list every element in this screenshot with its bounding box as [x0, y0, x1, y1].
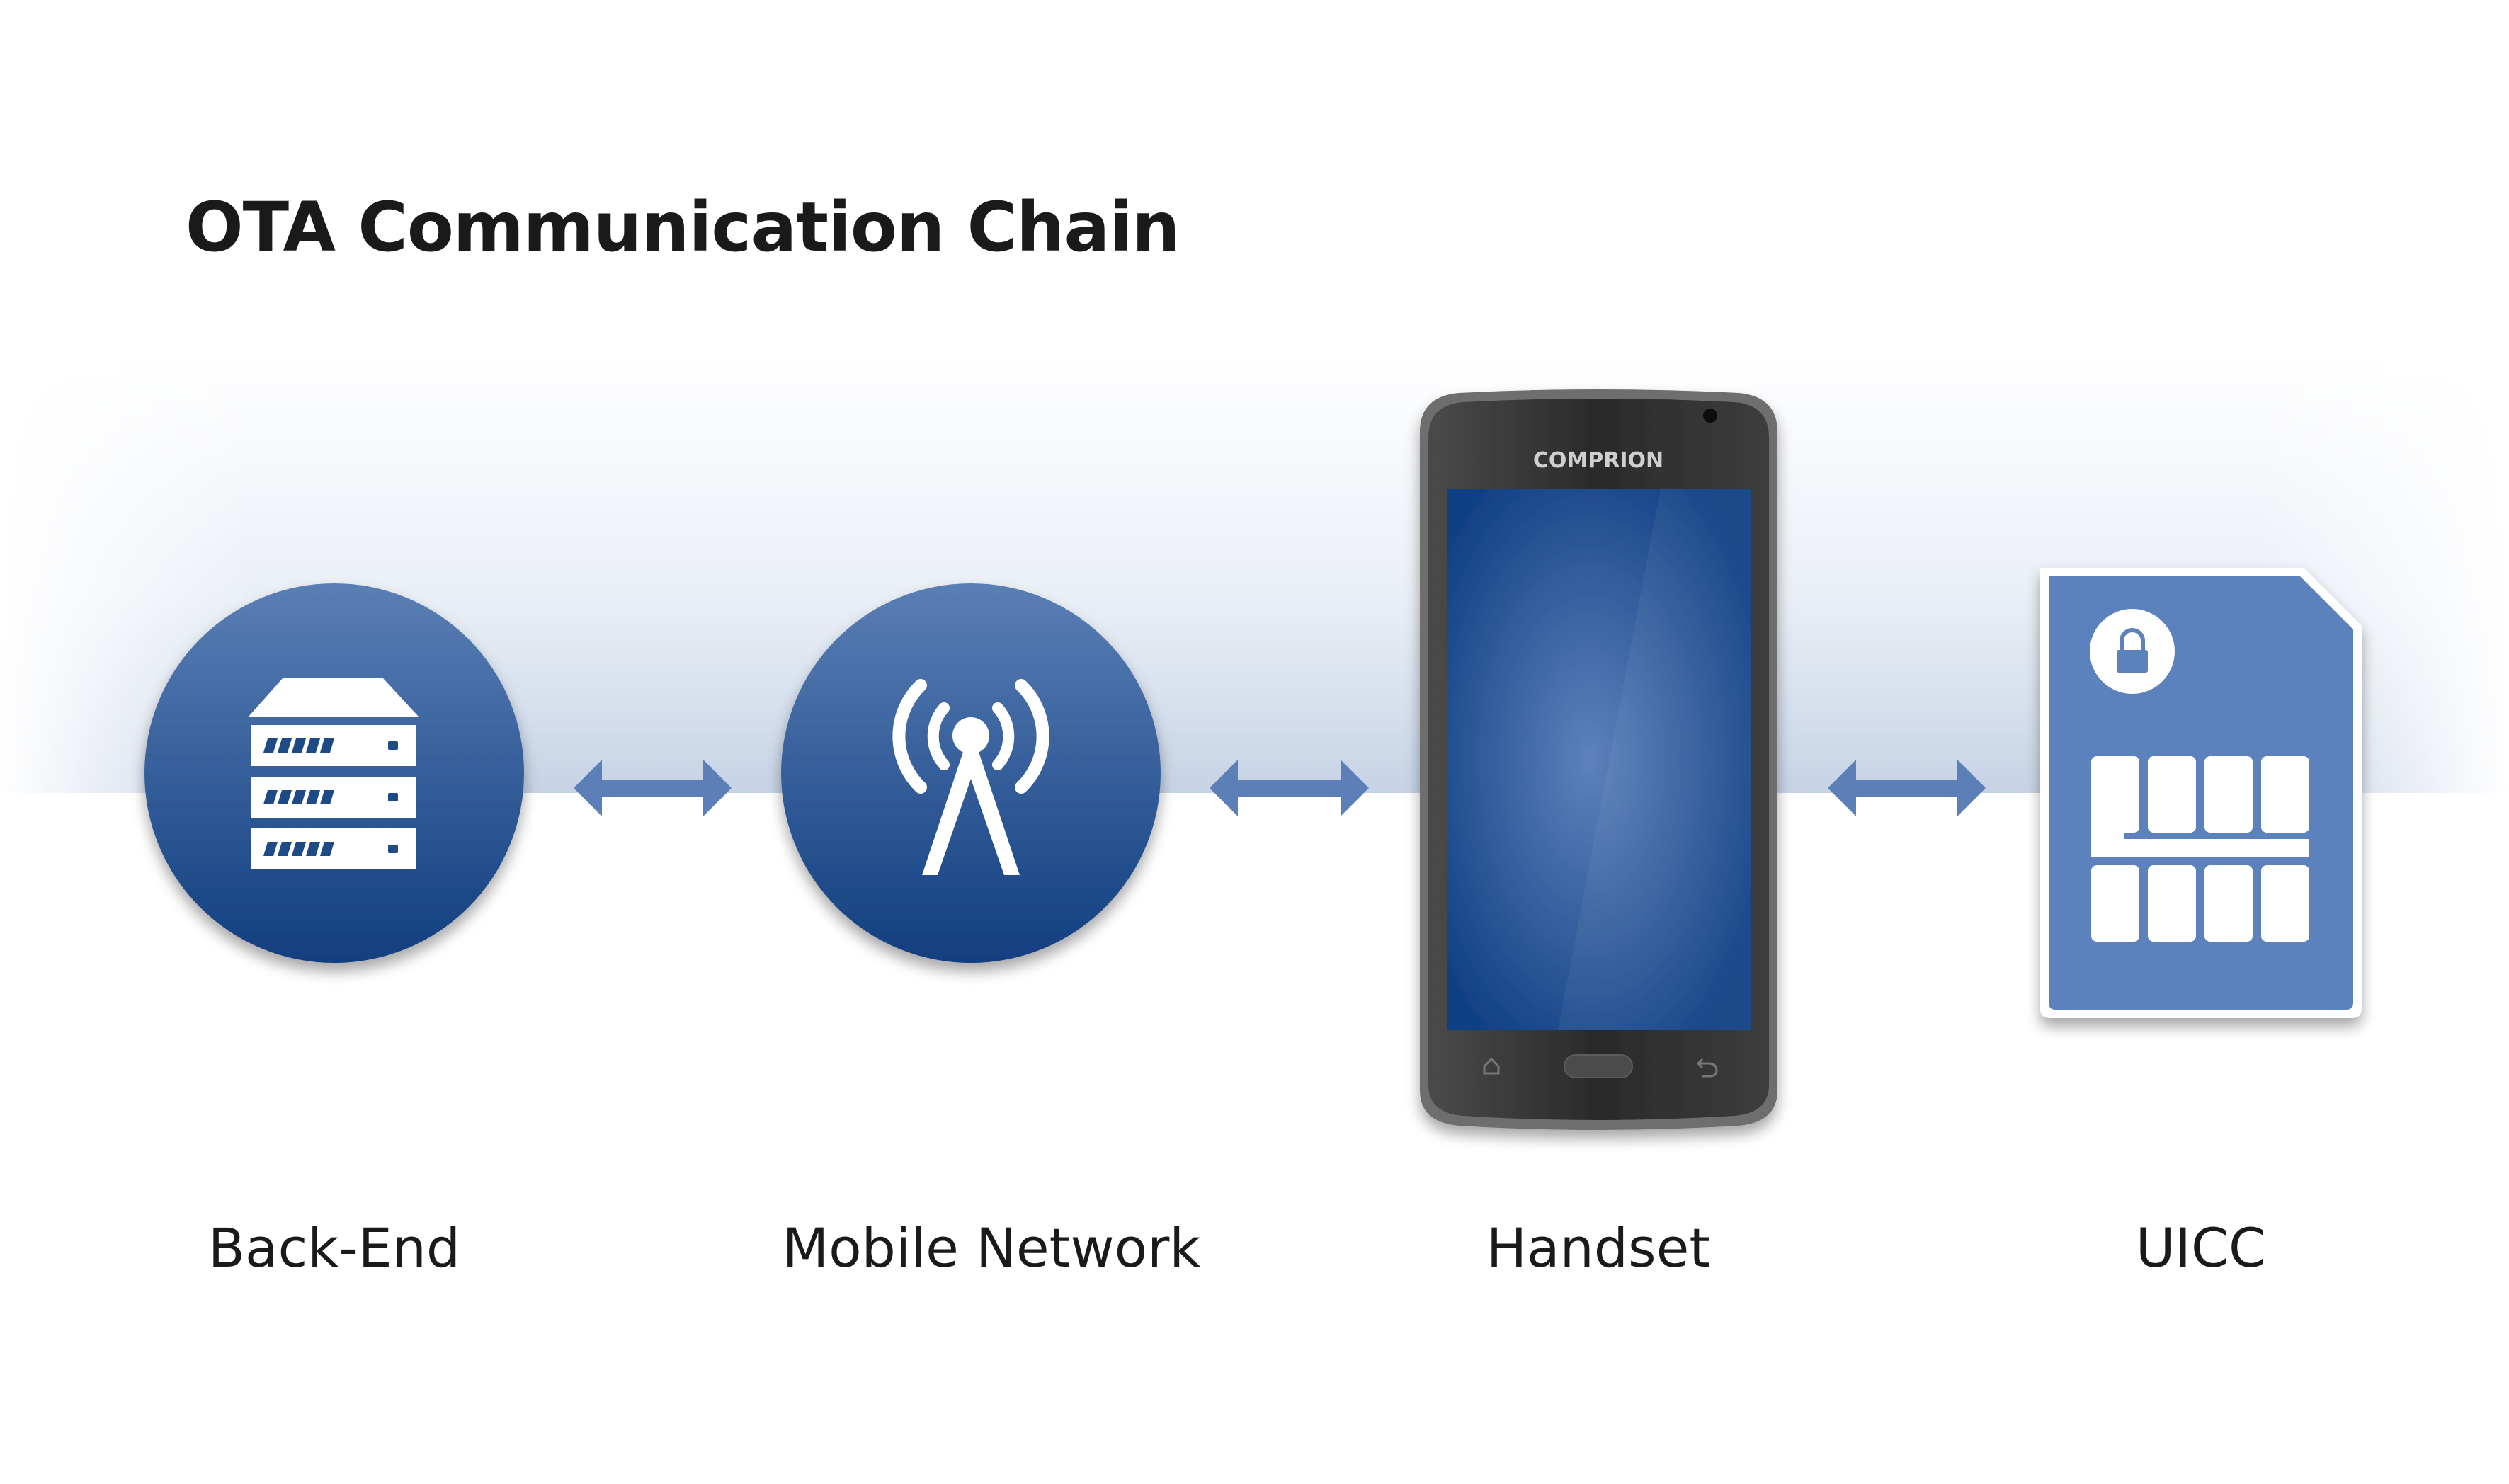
label-mobile-network: Mobile Network	[782, 1216, 1201, 1279]
home-icon	[1483, 1057, 1500, 1075]
handset-node: COMPRION	[1420, 389, 1777, 1130]
network-node	[781, 583, 1161, 963]
back-icon	[1696, 1058, 1718, 1078]
label-handset: Handset	[1486, 1216, 1711, 1279]
home-button	[1564, 1054, 1633, 1078]
handset-brand: COMPRION	[1533, 448, 1663, 473]
lock-icon	[2090, 609, 2175, 694]
arrow-network-handset	[1210, 760, 1369, 816]
arrow-backend-network	[574, 760, 732, 816]
label-uicc: UICC	[2135, 1216, 2267, 1279]
backend-circle	[144, 583, 524, 963]
backend-node	[144, 583, 524, 963]
antenna-icon	[892, 679, 1049, 875]
sim-chip	[2091, 756, 2309, 942]
diagram-title: OTA Communication Chain	[186, 188, 1180, 267]
arrow-handset-uicc	[1828, 760, 1986, 816]
label-backend: Back-End	[207, 1216, 461, 1279]
uicc-node	[2040, 568, 2362, 1018]
camera-icon	[1703, 409, 1717, 423]
screen-glare	[1558, 489, 1751, 1030]
server-icon	[249, 678, 419, 869]
